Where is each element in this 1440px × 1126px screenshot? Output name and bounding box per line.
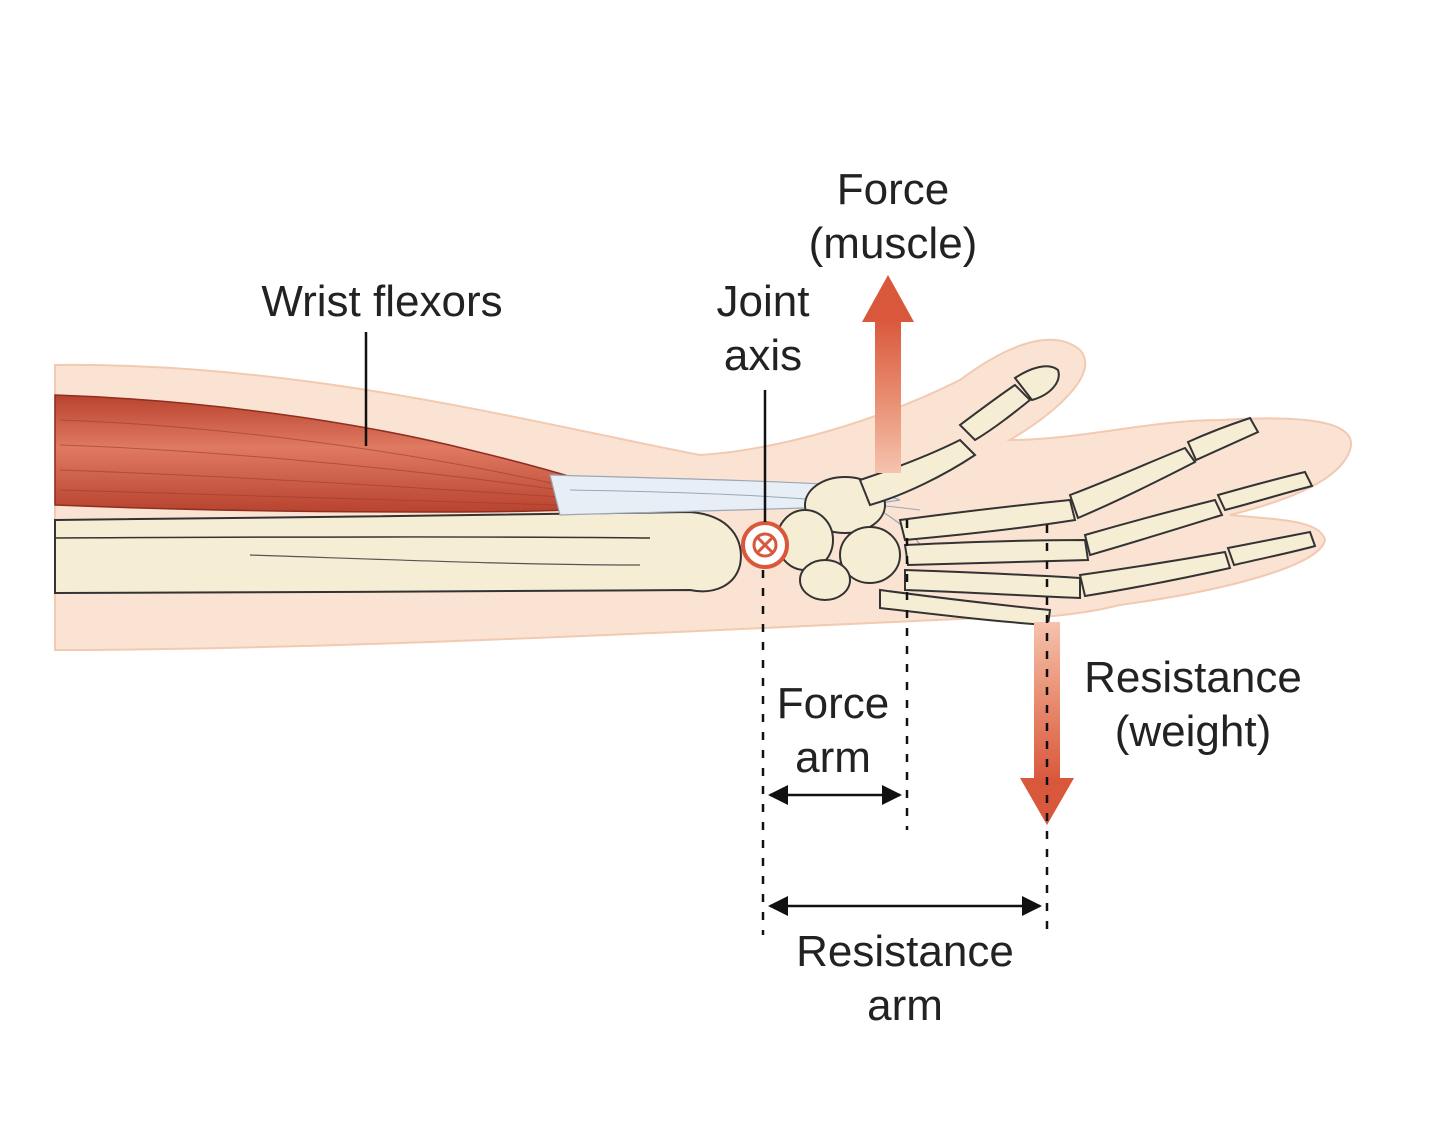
resistance-arm-label-line1: Resistance <box>796 927 1014 976</box>
forearm-bones <box>54 510 742 595</box>
joint-axis-label-line1: Joint <box>717 277 810 326</box>
dashed-lines <box>761 520 1049 935</box>
finger-bones <box>879 416 1317 627</box>
force-muscle-label-line2: (muscle) <box>809 219 978 268</box>
resistance-weight-label-line1: Resistance <box>1084 653 1302 702</box>
wrist-flexors-label: Wrist flexors <box>261 277 502 326</box>
joint-axis-marker <box>741 521 789 569</box>
force-arm-label-line2: arm <box>795 733 871 782</box>
resistance-weight-label-line2: (weight) <box>1115 707 1272 756</box>
carpal-bones <box>776 476 901 601</box>
joint-axis-label-line2: axis <box>724 331 802 380</box>
resistance-arm-label-line2: arm <box>867 981 943 1030</box>
force-arrow-up <box>862 275 914 473</box>
force-arm-label-line1: Force <box>777 679 889 728</box>
force-muscle-label-line1: Force <box>837 165 949 214</box>
thumb-bones <box>858 365 1060 507</box>
